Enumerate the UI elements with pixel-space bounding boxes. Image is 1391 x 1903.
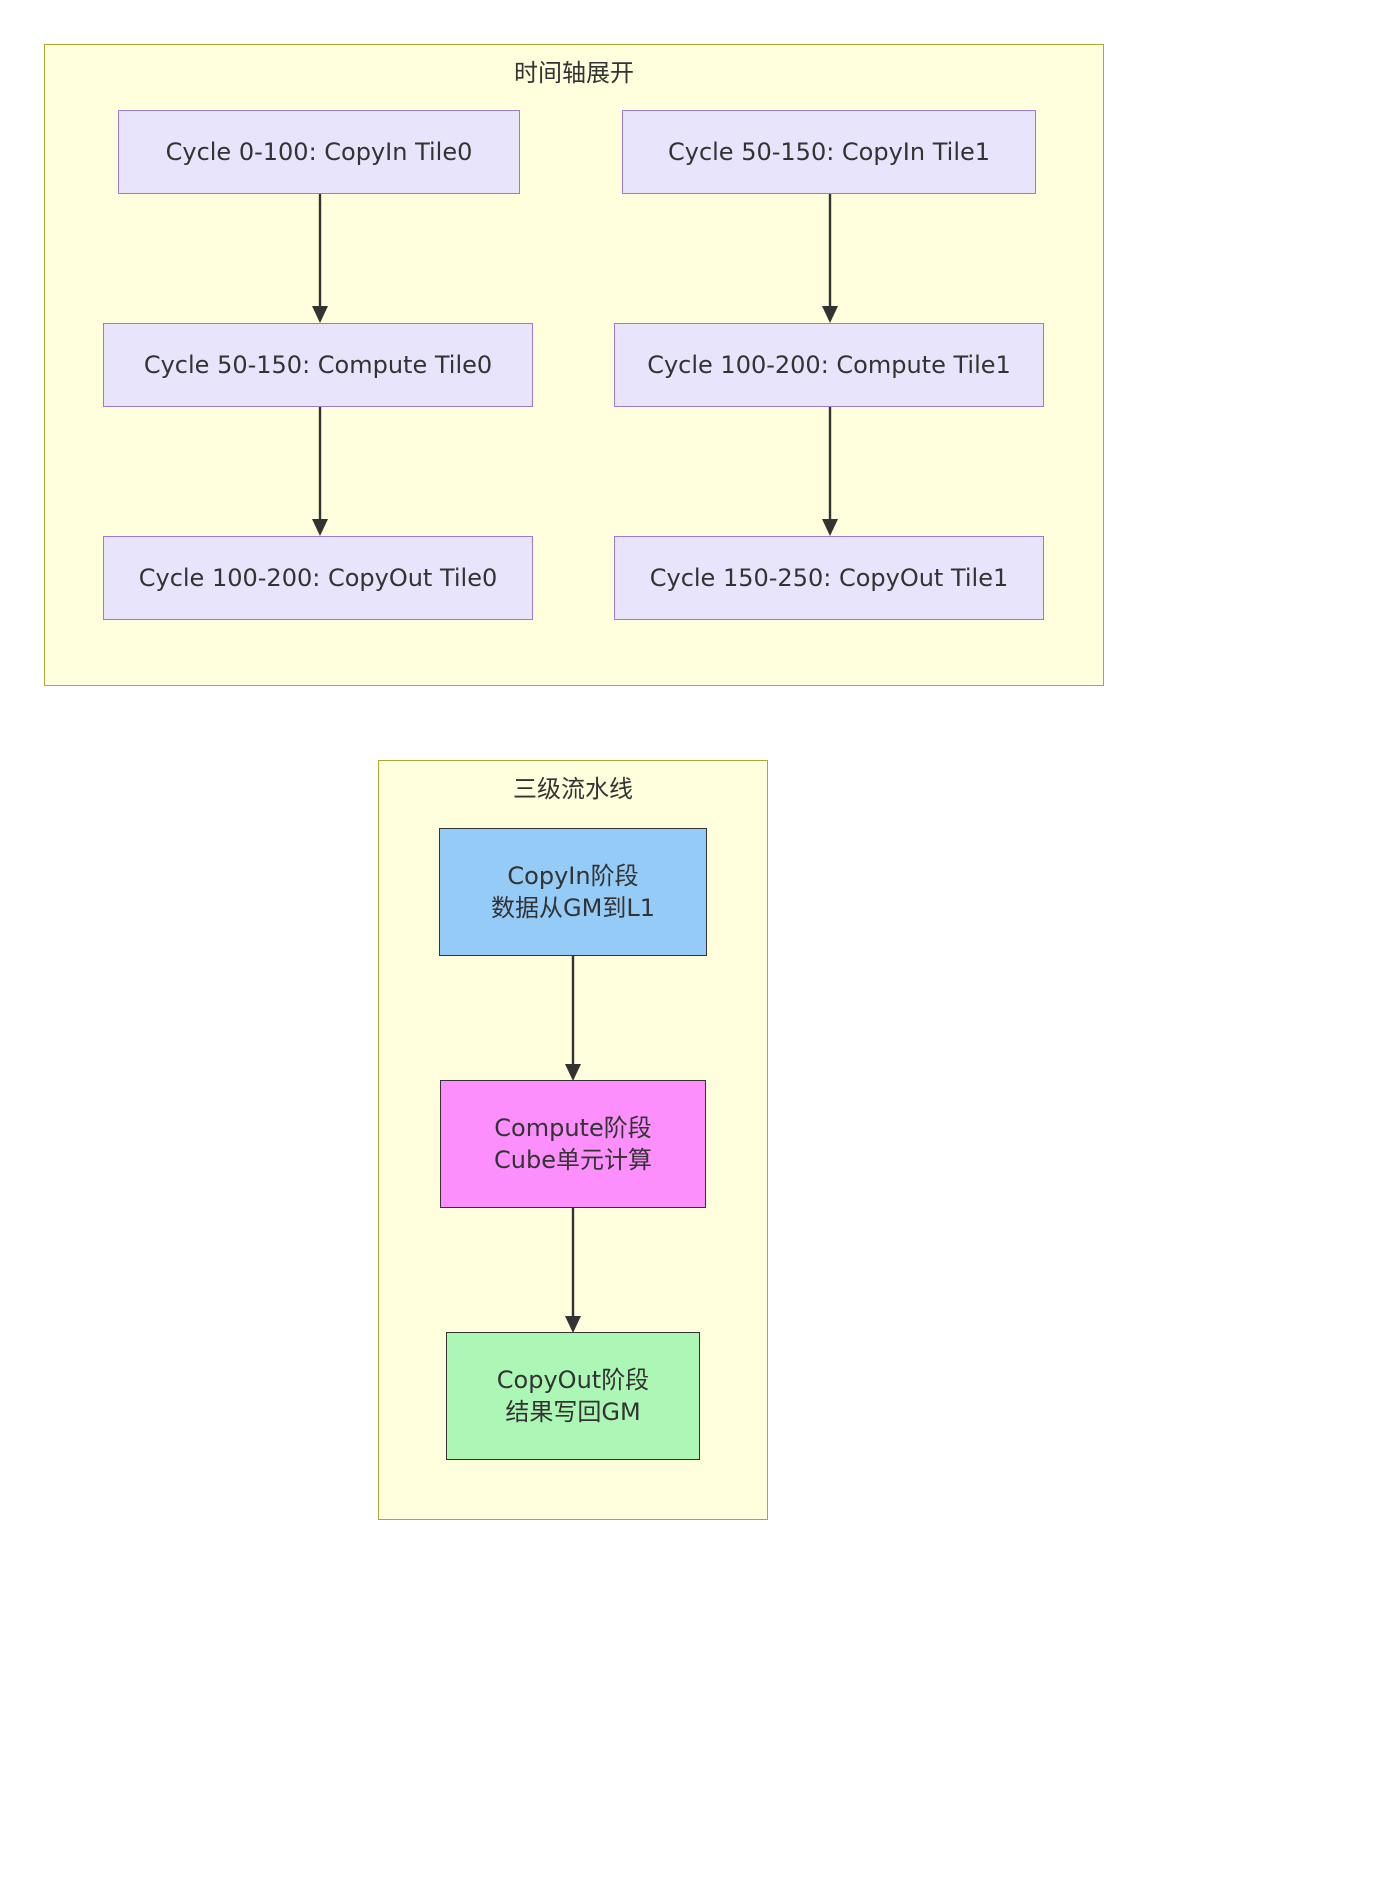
node-label-line2: 数据从GM到L1 (491, 894, 655, 922)
arrowhead-icon (822, 519, 838, 536)
node-label: Cycle 50-150: Compute Tile0 (143, 350, 493, 379)
node-label: Cycle 100-200: CopyOut Tile0 (138, 563, 498, 592)
node-label: Cycle 0-100: CopyIn Tile0 (165, 137, 473, 166)
node-cycle-50-150-compute-tile0[interactable]: Cycle 50-150: Compute Tile0 (103, 323, 533, 407)
edge-t0compute-to-t0out (312, 407, 328, 536)
node-label-line1: Compute阶段 (494, 1113, 652, 1142)
arrowhead-icon (822, 306, 838, 323)
node-label-line1: CopyOut阶段 (496, 1365, 650, 1394)
edge-copyin-to-compute (565, 956, 581, 1081)
cluster-pipeline-title: 三级流水线 (513, 775, 633, 803)
node-cycle-100-200-compute-tile1[interactable]: Cycle 100-200: Compute Tile1 (614, 323, 1044, 407)
arrowhead-icon (565, 1316, 581, 1333)
node-label: Cycle 150-250: CopyOut Tile1 (649, 563, 1009, 592)
edge-t1in-to-t1compute (822, 194, 838, 323)
node-label-line1: CopyIn阶段 (507, 861, 639, 890)
node-cycle-150-250-copyout-tile1[interactable]: Cycle 150-250: CopyOut Tile1 (614, 536, 1044, 620)
node-label-line2: Cube单元计算 (494, 1146, 652, 1174)
node-copyin-stage[interactable]: CopyIn阶段 数据从GM到L1 (439, 828, 707, 956)
arrowhead-icon (312, 519, 328, 536)
node-label-line2: 结果写回GM (505, 1398, 641, 1426)
arrowhead-icon (565, 1064, 581, 1081)
node-label: Cycle 50-150: CopyIn Tile1 (667, 137, 991, 166)
cluster-timeline-title: 时间轴展开 (514, 59, 634, 87)
node-copyout-stage[interactable]: CopyOut阶段 结果写回GM (446, 1332, 700, 1460)
node-compute-stage[interactable]: Compute阶段 Cube单元计算 (440, 1080, 706, 1208)
edge-t0in-to-t0compute (312, 194, 328, 323)
edge-t1compute-to-t1out (822, 407, 838, 536)
edge-compute-to-copyout (565, 1208, 581, 1333)
arrowhead-icon (312, 306, 328, 323)
node-cycle-100-200-copyout-tile0[interactable]: Cycle 100-200: CopyOut Tile0 (103, 536, 533, 620)
node-cycle-50-150-copyin-tile1[interactable]: Cycle 50-150: CopyIn Tile1 (622, 110, 1036, 194)
node-cycle-0-100-copyin-tile0[interactable]: Cycle 0-100: CopyIn Tile0 (118, 110, 520, 194)
node-label: Cycle 100-200: Compute Tile1 (647, 350, 1011, 379)
